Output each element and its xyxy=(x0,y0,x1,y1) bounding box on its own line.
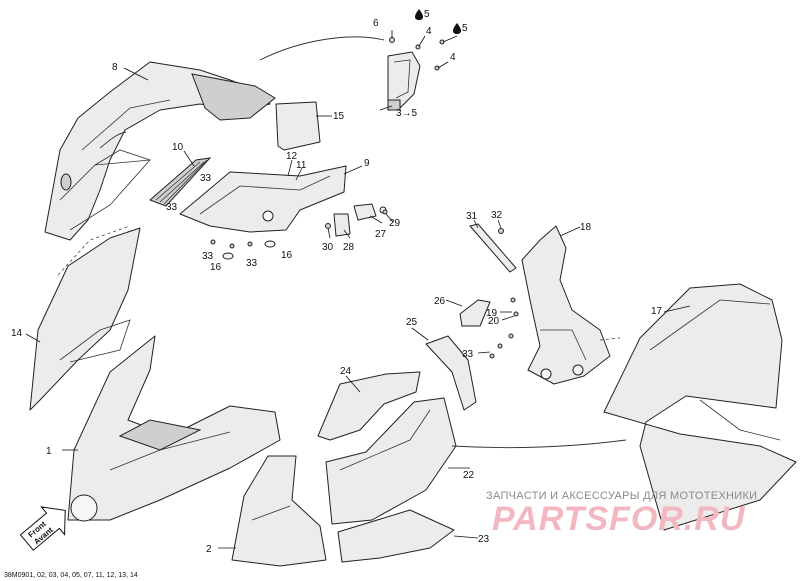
callout-26: 26 xyxy=(434,296,446,307)
callout-11: 11 xyxy=(296,160,307,171)
callout-19: 19 xyxy=(486,308,498,319)
callout-33a: 33 xyxy=(200,173,212,184)
callout-8: 8 xyxy=(112,62,118,73)
callout-18: 18 xyxy=(580,222,592,233)
callout-labels: 1 2 3→5 4 4 5 5 6 8 9 10 11 12 14 15 16 … xyxy=(11,9,663,555)
callout-4b: 4 xyxy=(450,52,456,63)
part-15-trim-panel[interactable] xyxy=(275,101,321,151)
part-29-screw[interactable] xyxy=(382,209,388,215)
callout-24: 24 xyxy=(340,366,352,377)
part-3-to-5-mirror-mount[interactable] xyxy=(387,51,421,111)
callout-31: 31 xyxy=(466,211,478,222)
callout-5a: 5 xyxy=(424,9,430,20)
part-10-grille[interactable] xyxy=(149,157,212,207)
part-1-lower-side-fairing[interactable] xyxy=(67,335,281,522)
part-18-support-frame[interactable] xyxy=(521,225,611,385)
part-32-clip[interactable] xyxy=(498,228,504,234)
callout-28: 28 xyxy=(343,242,355,253)
part-6-bolt[interactable] xyxy=(389,37,395,43)
part-25-vent-trim[interactable] xyxy=(425,335,477,411)
part-17-right-side-fairing[interactable] xyxy=(603,283,797,531)
watermark-logo: PARTSFOR.RU xyxy=(492,500,746,538)
callout-27: 27 xyxy=(375,229,387,240)
callout-3-to-5: 3→5 xyxy=(396,108,418,119)
callout-20: 20 xyxy=(488,316,500,327)
callout-29: 29 xyxy=(389,218,401,229)
callout-16b: 16 xyxy=(281,250,293,261)
part-9-inner-duct[interactable] xyxy=(179,165,347,233)
callout-15: 15 xyxy=(333,111,345,122)
callout-33e: 33 xyxy=(462,349,474,360)
callout-17: 17 xyxy=(651,306,663,317)
fasteners xyxy=(210,239,519,359)
callout-1: 1 xyxy=(46,446,52,457)
part-14-left-side-panel[interactable] xyxy=(29,227,141,411)
front-direction-arrow-icon: Front Avant xyxy=(19,506,66,551)
part-8-upper-fairing[interactable] xyxy=(44,61,276,241)
callout-5b: 5 xyxy=(462,23,468,34)
guide-arrow-left xyxy=(99,131,127,149)
part-26-small-trim[interactable] xyxy=(459,299,491,327)
callout-33c: 33 xyxy=(202,251,214,262)
callout-10: 10 xyxy=(172,142,184,153)
callout-23: 23 xyxy=(478,534,490,545)
callout-2: 2 xyxy=(206,544,212,555)
callout-32: 32 xyxy=(491,210,503,221)
callout-22: 22 xyxy=(463,470,475,481)
part-2-lower-spoiler[interactable] xyxy=(231,455,327,567)
callout-9: 9 xyxy=(364,158,370,169)
watermark-caption: ЗАПЧАСТИ И АКСЕССУАРЫ ДЛЯ МОТОТЕХНИКИ xyxy=(486,490,757,502)
part-23-belly-panel[interactable] xyxy=(337,509,455,563)
callout-30: 30 xyxy=(322,242,334,253)
guide-arrow-top xyxy=(259,36,385,61)
callout-25: 25 xyxy=(406,317,418,328)
callout-14: 14 xyxy=(11,328,23,339)
guide-arrow-bottom xyxy=(451,439,627,449)
part-28-bracket[interactable] xyxy=(333,213,351,237)
oil-drop-icon xyxy=(453,23,461,34)
callout-16a: 16 xyxy=(210,262,222,273)
callout-33d: 33 xyxy=(246,258,258,269)
leader-lines xyxy=(25,30,691,549)
oil-drop-icon xyxy=(415,9,423,20)
part-30-nut[interactable] xyxy=(325,223,331,229)
part-31-support-rod[interactable] xyxy=(469,223,517,273)
callout-33b: 33 xyxy=(166,202,178,213)
callout-4a: 4 xyxy=(426,26,432,37)
diagram-code: 38M0901, 02, 03, 04, 05, 07, 11, 12, 13,… xyxy=(4,572,138,579)
part-24-inner-panel[interactable] xyxy=(317,371,421,441)
part-27-lock-cylinder[interactable] xyxy=(353,203,387,221)
callout-12: 12 xyxy=(286,151,298,162)
callout-6: 6 xyxy=(373,18,379,29)
